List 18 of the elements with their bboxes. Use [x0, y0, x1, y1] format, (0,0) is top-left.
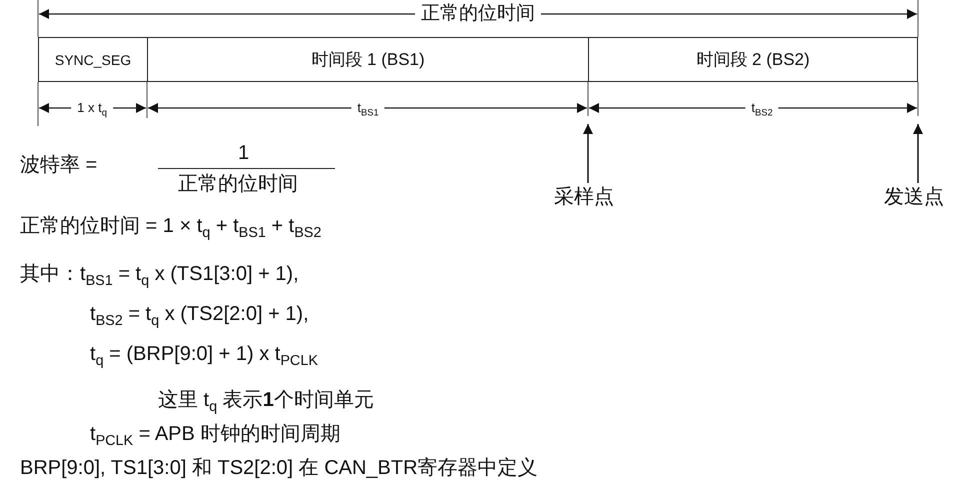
formula-text: t$_{BS2}$ = t$_{q}$ x (TS2[2:0] + 1),	[90, 302, 309, 326]
formula-text: 波特率 =	[20, 153, 98, 177]
dimension-label: 1 x t$_{q}$	[71, 100, 113, 116]
point-label: 发送点	[884, 185, 944, 209]
arrow	[913, 124, 923, 183]
arrow	[583, 124, 593, 183]
bit-segment-box: 时间段 2 (BS2)	[588, 37, 918, 82]
formula-text: BRP[9:0], TS1[3:0] 和 TS2[2:0] 在 CAN_BTR寄存器中定义	[20, 456, 538, 480]
formula-text: 其中：t$_{BS1}$ = t$_{q}$ x (TS1[3:0] + 1),	[20, 262, 299, 286]
formula-text: t$_{q}$ = (BRP[9:0] + 1) x t$_{PCLK}$	[90, 342, 318, 366]
formula-text: 正常的位时间	[178, 172, 298, 196]
point-label: 采样点	[554, 185, 614, 209]
formula-text: 正常的位时间 = 1 × t$_{q}$ + t$_{BS1}$ + t$_{BS2}$	[20, 214, 322, 238]
bit-segment-box: 时间段 1 (BS1)	[147, 37, 589, 82]
formula-text: 1	[238, 141, 250, 165]
formula-text: t$_{PCLK}$ = APB 时钟的时间周期	[90, 422, 340, 446]
bit-segment-box: SYNC_SEG	[38, 37, 148, 82]
formula-text: 这里 t$_{q}$ 表示1个时间单元	[158, 388, 374, 412]
